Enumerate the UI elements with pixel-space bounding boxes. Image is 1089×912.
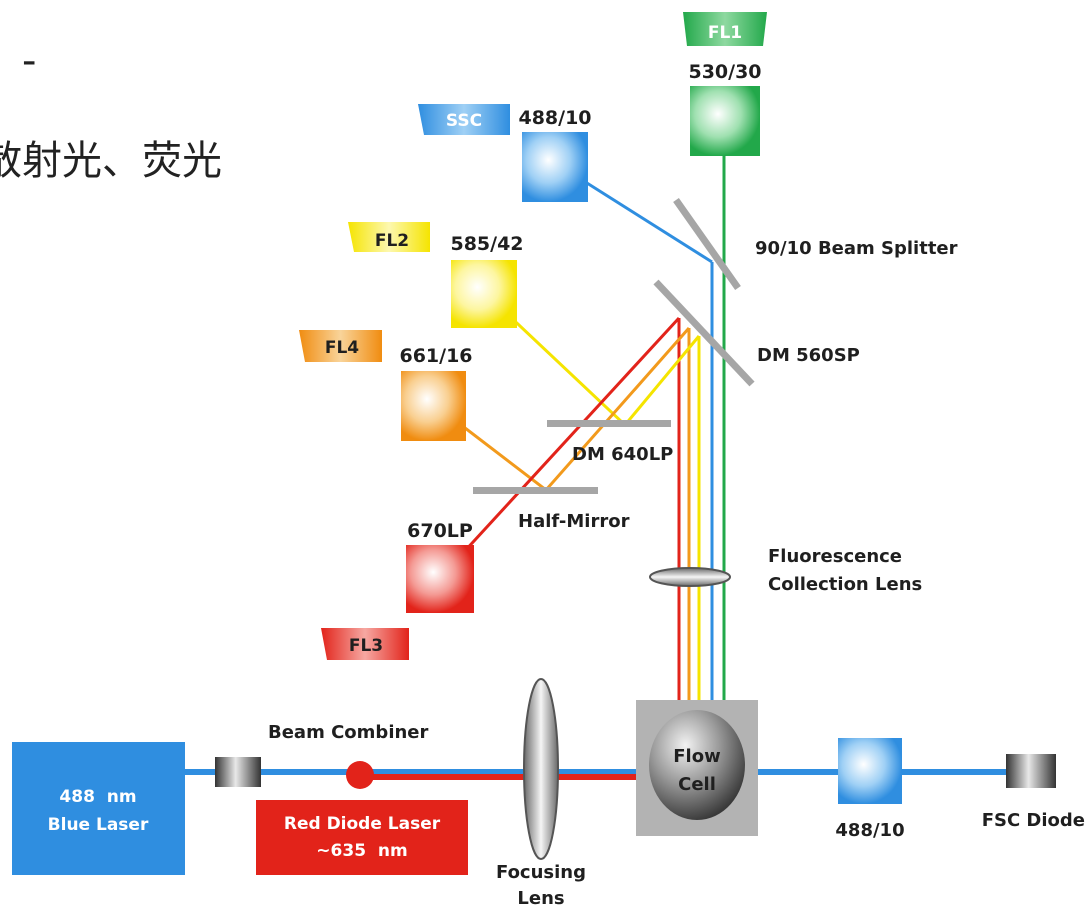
fl3-filter-box xyxy=(406,545,474,613)
beam-splitter-label: 90/10 Beam Splitter xyxy=(755,238,958,259)
fsc-diode-icon xyxy=(1006,754,1056,788)
fl3-tab xyxy=(321,628,409,660)
ssc-tab xyxy=(418,104,510,135)
flow-cell-label-1: Flow xyxy=(673,746,720,767)
fl1-label: FL1 xyxy=(708,23,742,43)
ssc-label: SSC xyxy=(446,111,482,131)
fl3-label: FL3 xyxy=(349,636,383,656)
fl3-filter-label: 670LP xyxy=(407,520,473,542)
fsc-filter-label: 488/10 xyxy=(835,820,904,841)
fluorescence-lens-label-2: Collection Lens xyxy=(768,574,922,595)
fl3-beam xyxy=(438,316,681,580)
dm640-label: DM 640LP xyxy=(572,444,673,465)
slide-text-line-2: 散射光、荧光 xyxy=(0,138,222,184)
focusing-lens xyxy=(523,678,559,860)
flow-cell-label-2: Cell xyxy=(678,774,716,795)
beam-combiner xyxy=(346,761,374,789)
fl1-filter-box xyxy=(690,86,760,156)
half-mirror xyxy=(473,487,598,494)
red-laser-label-1: Red Diode Laser xyxy=(284,814,441,834)
laser-aperture xyxy=(215,757,261,787)
red-laser-label-2: ~635 nm xyxy=(316,841,407,861)
fl2-filter-box xyxy=(451,260,517,328)
dm640-mirror xyxy=(547,420,671,427)
fl1-filter-label: 530/30 xyxy=(688,61,761,83)
detectors xyxy=(401,86,902,804)
ssc-filter-box xyxy=(522,132,588,202)
red-diode-laser xyxy=(256,800,468,875)
fl4-filter-box xyxy=(401,371,466,441)
focusing-lens-label-1: Focusing xyxy=(496,862,586,883)
fsc-diode-label: FSC Diode xyxy=(982,810,1085,831)
half-mirror-label: Half-Mirror xyxy=(518,511,630,532)
dm560-label: DM 560SP xyxy=(757,345,860,366)
dm560-mirror xyxy=(653,279,755,387)
blue-laser-label-1: 488 nm xyxy=(59,787,136,807)
fl4-beam xyxy=(434,327,691,493)
fl2-label: FL2 xyxy=(375,231,409,251)
fluorescence-collection-lens xyxy=(649,567,731,587)
fl1-tab xyxy=(683,12,767,46)
flow-cell-chamber xyxy=(649,710,745,820)
fsc-filter-box xyxy=(838,738,902,804)
fl2-tab xyxy=(348,222,430,252)
slide-text-line-1: - xyxy=(22,38,37,84)
fl4-label: FL4 xyxy=(325,338,359,358)
beam-combiner-label: Beam Combiner xyxy=(268,722,429,743)
mirrors xyxy=(473,197,755,494)
blue-laser-label-2: Blue Laser xyxy=(48,815,149,835)
focusing-lens-label-2: Lens xyxy=(517,888,564,909)
fluorescence-lens-label-1: Fluorescence xyxy=(768,546,902,567)
fl4-tab xyxy=(299,330,382,362)
channel-tabs xyxy=(299,12,767,660)
fl4-filter-label: 661/16 xyxy=(399,345,472,367)
beam-splitter-mirror xyxy=(673,197,741,291)
fl2-filter-label: 585/42 xyxy=(450,233,523,255)
fl2-beam xyxy=(483,291,701,428)
ssc-filter-label: 488/10 xyxy=(518,107,591,129)
blue-laser xyxy=(12,742,185,875)
